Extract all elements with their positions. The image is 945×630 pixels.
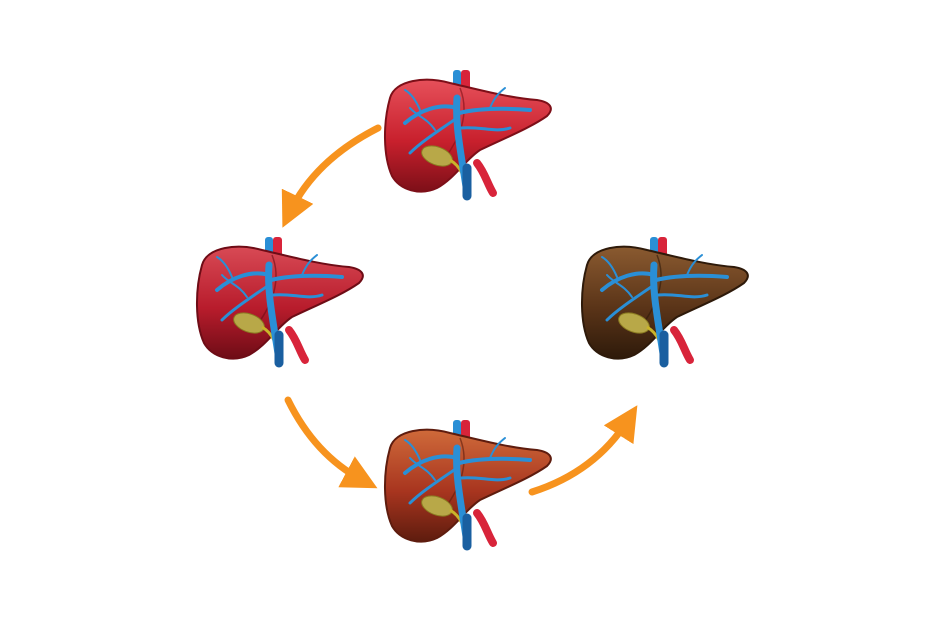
lobe-line [444, 87, 465, 159]
portal-vein-branch [605, 283, 656, 322]
artery-bottom [285, 326, 309, 364]
portal-vein-branch [403, 104, 459, 125]
portal-vein-branch [654, 273, 729, 282]
artery-bottom [473, 509, 497, 547]
portal-vein-branch [271, 293, 324, 299]
portal-vein-branch [601, 256, 618, 278]
portal-vein-branch [459, 476, 512, 482]
lobe-line [256, 254, 277, 326]
portal-vein-branch [404, 89, 421, 111]
portal-vein-branch [409, 457, 436, 481]
artery-bottom [670, 326, 694, 364]
portal-vein-branch [489, 437, 506, 459]
portal-vein-branch [269, 273, 344, 282]
cirrhotic-liver-icon[interactable] [580, 237, 749, 368]
portal-vein-branch [408, 116, 459, 155]
portal-vein-branch [301, 254, 318, 276]
arrow-fatty-to-fibrosis [284, 396, 378, 489]
portal-vein-branch [656, 293, 709, 299]
portal-vein-branch [403, 454, 459, 475]
portal-vein-branch [408, 466, 459, 505]
lobe-line [444, 437, 465, 509]
portal-vein-branch [606, 274, 633, 298]
portal-vein-branch [404, 439, 421, 461]
portal-vein-branch [686, 254, 703, 276]
portal-vein-branch [489, 87, 506, 109]
portal-vein-branch [459, 126, 512, 132]
artery-bottom [473, 159, 497, 197]
portal-vein-branch [457, 106, 532, 115]
portal-vein-branch [215, 271, 271, 292]
portal-vein-branch [409, 107, 436, 131]
portal-vein-branch [216, 256, 233, 278]
lobe-line [641, 254, 662, 326]
portal-vein-branch [457, 456, 532, 465]
fibrotic-liver-icon[interactable] [383, 420, 552, 551]
healthy-liver-icon[interactable] [383, 70, 552, 201]
portal-vein-branch [220, 283, 271, 322]
arrow-fibrosis-to-cirrhosis [528, 405, 638, 496]
fatty-liver-icon[interactable] [195, 237, 364, 368]
arrow-healthy-to-fatty [281, 124, 382, 228]
portal-vein-branch [600, 271, 656, 292]
portal-vein-branch [221, 274, 248, 298]
